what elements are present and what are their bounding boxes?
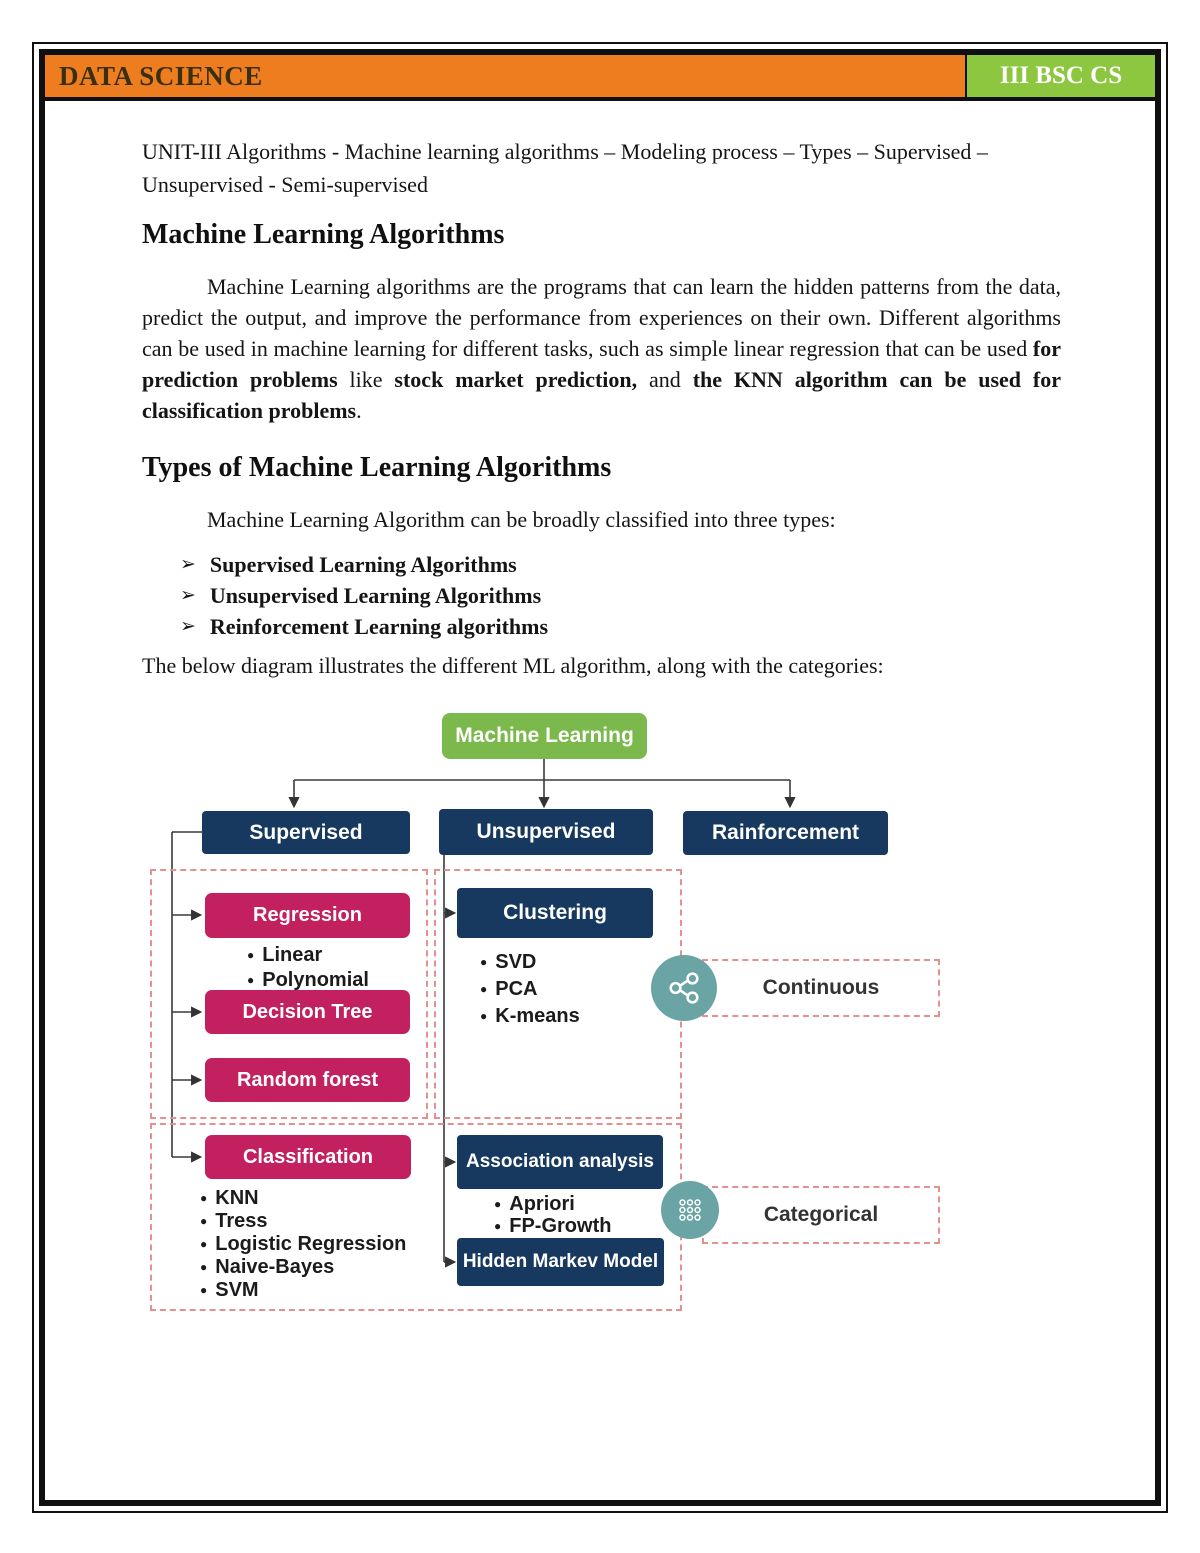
arrow-bullet-icon: ➢ bbox=[180, 554, 196, 575]
list-item: K-means bbox=[480, 1003, 579, 1030]
diagram-intro-line: The below diagram illustrates the differ… bbox=[142, 653, 884, 678]
list-item: PCA bbox=[480, 976, 580, 1003]
arrow-bullet-icon: ➢ bbox=[180, 616, 196, 637]
list-item: Linear bbox=[247, 943, 369, 968]
paragraph-text: . bbox=[356, 398, 362, 423]
list-item: SVM bbox=[200, 1279, 406, 1302]
types-bullet-list: ➢ Supervised Learning Algorithms ➢ Unsuper… bbox=[180, 549, 1061, 642]
continuous-icon-circle bbox=[651, 955, 717, 1021]
bullet-label: Supervised Learning Algorithms bbox=[209, 552, 517, 577]
dots-grid-icon bbox=[679, 1199, 701, 1221]
arrow-bullet-icon: ➢ bbox=[180, 585, 196, 606]
node-classification: Classification bbox=[205, 1135, 411, 1179]
header-title-cell: DATA SCIENCE bbox=[45, 55, 965, 97]
node-random-forest: Random forest bbox=[205, 1058, 410, 1102]
page-border-inner: DATA SCIENCE III BSC CS UNIT-III Algorit… bbox=[39, 49, 1161, 1506]
heading-machine-learning-algorithms: Machine Learning Algorithms bbox=[142, 219, 505, 250]
intro-paragraph: Machine Learning algorithms are the prog… bbox=[142, 271, 1061, 426]
paragraph-text: and bbox=[637, 367, 693, 392]
list-item: Polynomial bbox=[247, 968, 369, 993]
list-item: Tress bbox=[200, 1210, 406, 1233]
continuous-label: Continuous bbox=[762, 976, 880, 999]
page-border-frame: DATA SCIENCE III BSC CS UNIT-III Algorit… bbox=[32, 42, 1168, 1513]
page-content: UNIT-III Algorithms - Machine learning a… bbox=[45, 101, 1155, 1335]
list-item: Logistic Regression bbox=[200, 1233, 406, 1256]
connector-lines bbox=[171, 759, 796, 1268]
bold-prediction-problems: for prediction problems bbox=[142, 336, 1061, 392]
classification-items: KNN Tress Logistic Regression Naive-Baye… bbox=[200, 1187, 406, 1302]
unit-line: UNIT-III Algorithms - Machine learning a… bbox=[142, 139, 988, 197]
ml-algorithms-diagram: Machine Learning Supervised Unsupervised… bbox=[142, 703, 952, 1335]
share-icon bbox=[669, 972, 699, 1004]
bullet-unsupervised: ➢ Unsupervised Learning Algorithms bbox=[180, 580, 1061, 611]
paragraph-text: Machine Learning algorithms are the prog… bbox=[142, 274, 1061, 361]
node-reinforcement: Rainforcement bbox=[683, 811, 888, 855]
list-item: Naive-Bayes bbox=[200, 1256, 406, 1279]
paragraph-text: like bbox=[337, 367, 395, 392]
list-item: KNN bbox=[200, 1187, 406, 1210]
page-header: DATA SCIENCE III BSC CS bbox=[45, 55, 1155, 101]
bullet-label: Reinforcement Learning algorithms bbox=[209, 614, 549, 639]
bold-knn-classification: the KNN algorithm can be used for classi… bbox=[142, 367, 1061, 423]
regression-items: Linear Polynomial bbox=[247, 943, 369, 993]
node-unsupervised: Unsupervised bbox=[439, 809, 653, 855]
bold-stock-market: stock market prediction, bbox=[394, 367, 638, 392]
association-items: Apriori FP-Growth bbox=[494, 1193, 611, 1237]
bullet-supervised: ➢ Supervised Learning Algorithms bbox=[180, 549, 1061, 580]
node-machine-learning: Machine Learning bbox=[442, 713, 647, 759]
categorical-label-box: Categorical bbox=[702, 1186, 940, 1244]
list-item: FP-Growth bbox=[494, 1215, 611, 1237]
supervised-group-box bbox=[150, 869, 428, 1119]
header-badge: III BSC CS bbox=[999, 62, 1123, 89]
list-item: SVD bbox=[480, 949, 580, 976]
node-regression: Regression bbox=[205, 893, 410, 938]
list-item: Apriori bbox=[494, 1193, 611, 1215]
bullet-reinforcement: ➢ Reinforcement Learning algorithms bbox=[180, 611, 1061, 642]
header-title: DATA SCIENCE bbox=[59, 60, 263, 91]
node-association-analysis: Association analysis bbox=[457, 1135, 663, 1189]
node-decision-tree: Decision Tree bbox=[205, 990, 410, 1034]
node-hidden-markov-model: Hidden Markev Model bbox=[457, 1238, 664, 1286]
continuous-label-box: Continuous bbox=[702, 959, 940, 1017]
node-supervised: Supervised bbox=[202, 811, 410, 854]
categorical-label: Categorical bbox=[763, 1203, 879, 1226]
bullet-label: Unsupervised Learning Algorithms bbox=[209, 583, 542, 608]
heading-types-of-ml: Types of Machine Learning Algorithms bbox=[142, 452, 612, 483]
clustering-items: SVD PCA K-means bbox=[480, 949, 580, 1030]
header-badge-cell: III BSC CS bbox=[965, 55, 1155, 97]
node-clustering: Clustering bbox=[457, 888, 653, 938]
types-lead-line: Machine Learning Algorithm can be broadl… bbox=[207, 507, 836, 532]
categorical-icon-circle bbox=[661, 1181, 719, 1239]
